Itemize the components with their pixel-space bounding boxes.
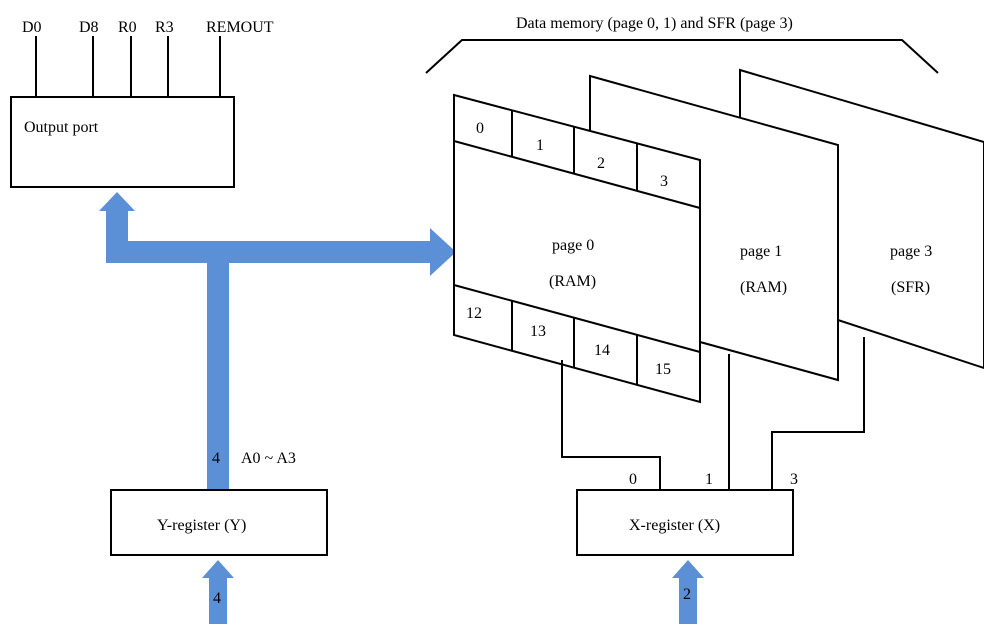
y-input-arrow	[202, 560, 234, 578]
x-register: X-register (X)	[576, 489, 794, 556]
page3-type: (SFR)	[891, 279, 930, 296]
pin-label-r3: R3	[155, 19, 174, 36]
x-register-label: X-register (X)	[629, 517, 720, 534]
cell-12: 12	[466, 305, 482, 322]
address-range-label: A0 ~ A3	[241, 450, 296, 467]
y-input-bus	[209, 578, 227, 624]
page0-name: page 0	[552, 237, 594, 254]
output-port-box	[10, 96, 235, 188]
pin-label-d0: D0	[22, 19, 42, 36]
cell-3: 3	[660, 173, 668, 190]
page0-type: (RAM)	[549, 273, 596, 290]
cell-14: 14	[594, 342, 610, 359]
y-register: Y-register (Y)	[110, 489, 328, 556]
cell-1: 1	[536, 137, 544, 154]
x-input-width-label: 2	[683, 586, 691, 603]
y-input-width-label: 4	[213, 590, 221, 607]
memory-title: Data memory (page 0, 1) and SFR (page 3)	[516, 15, 793, 32]
cell-0: 0	[476, 120, 484, 137]
cell-15: 15	[655, 361, 671, 378]
x-input-bus	[679, 578, 697, 624]
page1-type: (RAM)	[740, 279, 787, 296]
page3-name: page 3	[890, 243, 932, 260]
pin-label-remout: REMOUT	[206, 19, 274, 36]
address-bus	[99, 192, 704, 624]
y-register-label: Y-register (Y)	[157, 517, 246, 534]
output-port: D0 D8 R0 R3 REMOUT Output port	[10, 19, 274, 188]
bus-arrow-to-memory	[430, 228, 456, 276]
pin-label-r0: R0	[118, 19, 137, 36]
page-select-wires: 0 1 3	[561, 337, 865, 490]
bus-vertical-trunk	[207, 253, 229, 490]
memory-title-bracket: Data memory (page 0, 1) and SFR (page 3)	[425, 15, 939, 74]
select-label-1: 1	[705, 471, 713, 488]
x-input-arrow	[672, 560, 704, 578]
output-port-label: Output port	[24, 119, 99, 136]
bus-arrow-up-to-output-port	[99, 192, 135, 211]
bus-horizontal	[106, 241, 437, 263]
cell-13: 13	[530, 323, 546, 340]
bus-to-output-port	[106, 211, 128, 263]
y-bus-width-label: 4	[212, 450, 220, 467]
select-label-3: 3	[790, 471, 798, 488]
cell-2: 2	[597, 155, 605, 172]
select-label-0: 0	[629, 471, 637, 488]
page1-name: page 1	[740, 243, 782, 260]
pin-label-d8: D8	[79, 19, 99, 36]
page-0: 0 1 2 3 12 13 14 15 page 0 (RAM)	[453, 93, 701, 404]
